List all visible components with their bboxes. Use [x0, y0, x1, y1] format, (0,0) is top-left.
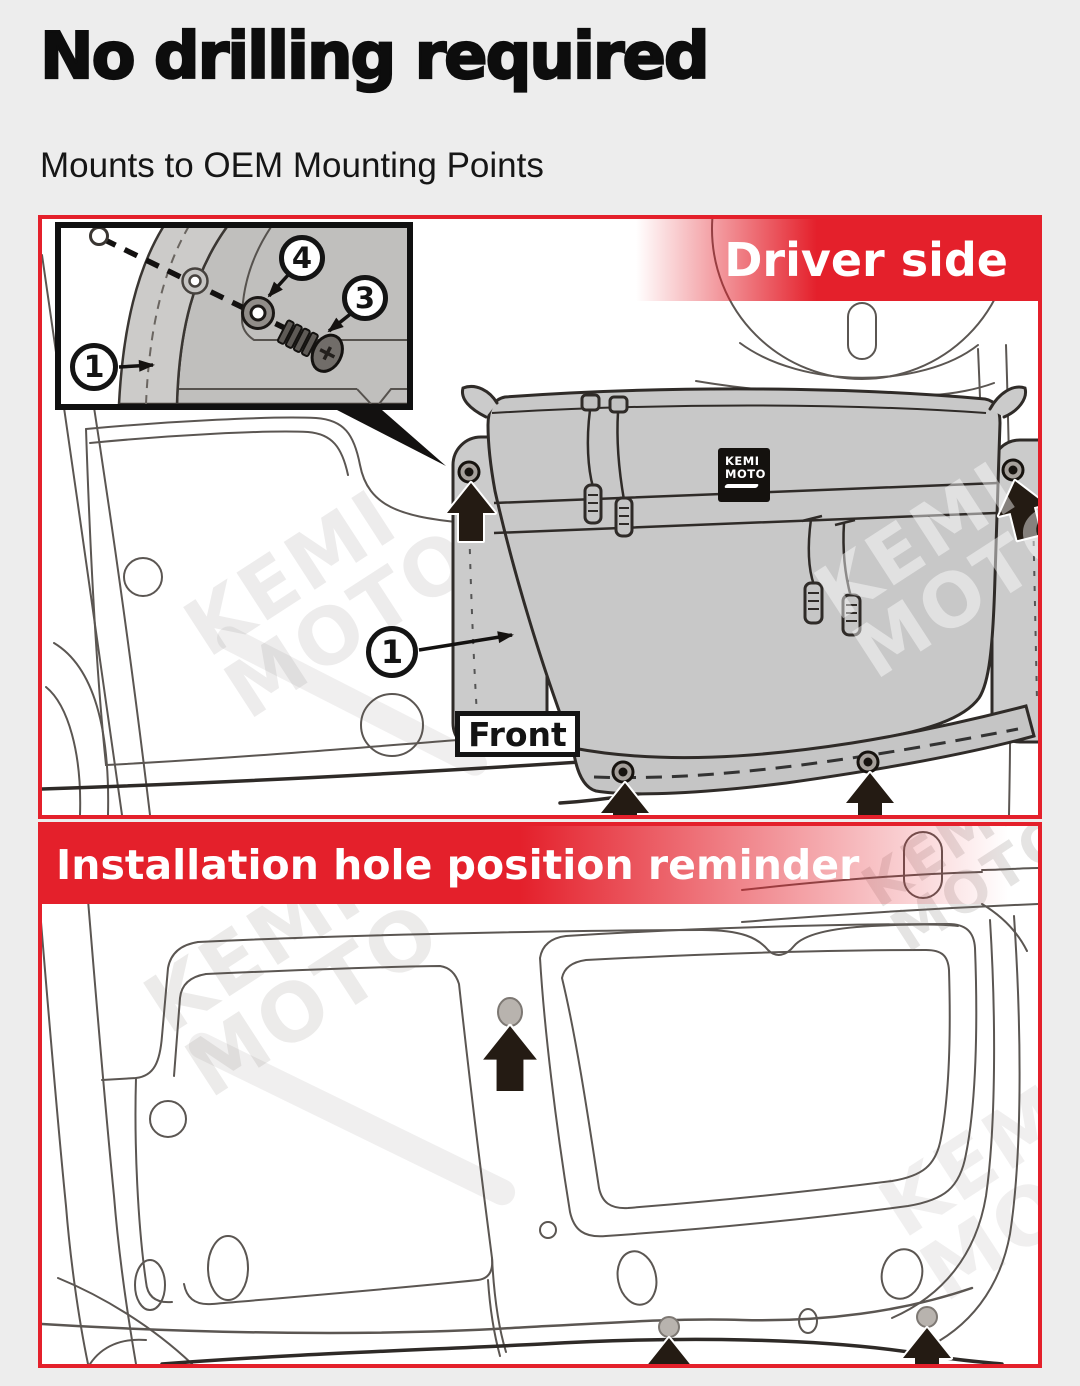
mount-arrow-icon	[483, 1026, 537, 1091]
screw-axis-line	[101, 236, 303, 339]
screw-icon	[276, 319, 344, 373]
driver-side-diagram: KEMI MOTO	[38, 215, 1042, 819]
kemimoto-logo: KEMI MOTO	[718, 448, 770, 502]
front-label: Front	[455, 711, 580, 757]
logo-swoosh-icon	[723, 483, 760, 488]
hole-position-diagram: KEMI MOTO KEMI MOTO	[38, 822, 1042, 1368]
reminder-banner-label: Installation hole position reminder	[56, 841, 860, 889]
door-holes-art	[42, 831, 1038, 1364]
zipper-pulls	[580, 393, 862, 637]
page-title: No drilling required	[39, 19, 711, 95]
bag-left-strap	[460, 385, 499, 419]
page-subtitle: Mounts to OEM Mounting Points	[40, 146, 544, 185]
door-line-art	[42, 831, 1038, 1364]
hardware-art	[89, 228, 407, 404]
bag-right-strap	[988, 385, 1028, 419]
washer-callout-arrow	[267, 272, 291, 298]
callout-bag-inset: 1	[70, 343, 118, 391]
driver-door-art	[42, 219, 1038, 815]
mount-arrow-icon	[844, 771, 896, 815]
callout-washer: 4	[279, 235, 325, 281]
bag-callout-arrow	[418, 631, 514, 652]
bag-body	[486, 387, 1002, 778]
mount-arrow-icon	[901, 1326, 953, 1364]
door-sill-line	[160, 1337, 1004, 1364]
driver-side-banner-label: Driver side	[724, 233, 1008, 287]
driver-side-banner: Driver side	[636, 219, 1038, 301]
bag-mounting-holes	[457, 458, 1025, 784]
bag-inset-callout-arrow	[118, 359, 155, 372]
mount-arrow-icon	[643, 1336, 695, 1364]
callout-bag: 1	[366, 626, 418, 678]
oem-hole	[89, 228, 109, 246]
inset-leader-lines	[337, 410, 446, 466]
callout-screw: 3	[342, 275, 388, 321]
reminder-banner: Installation hole position reminder	[42, 826, 1038, 904]
